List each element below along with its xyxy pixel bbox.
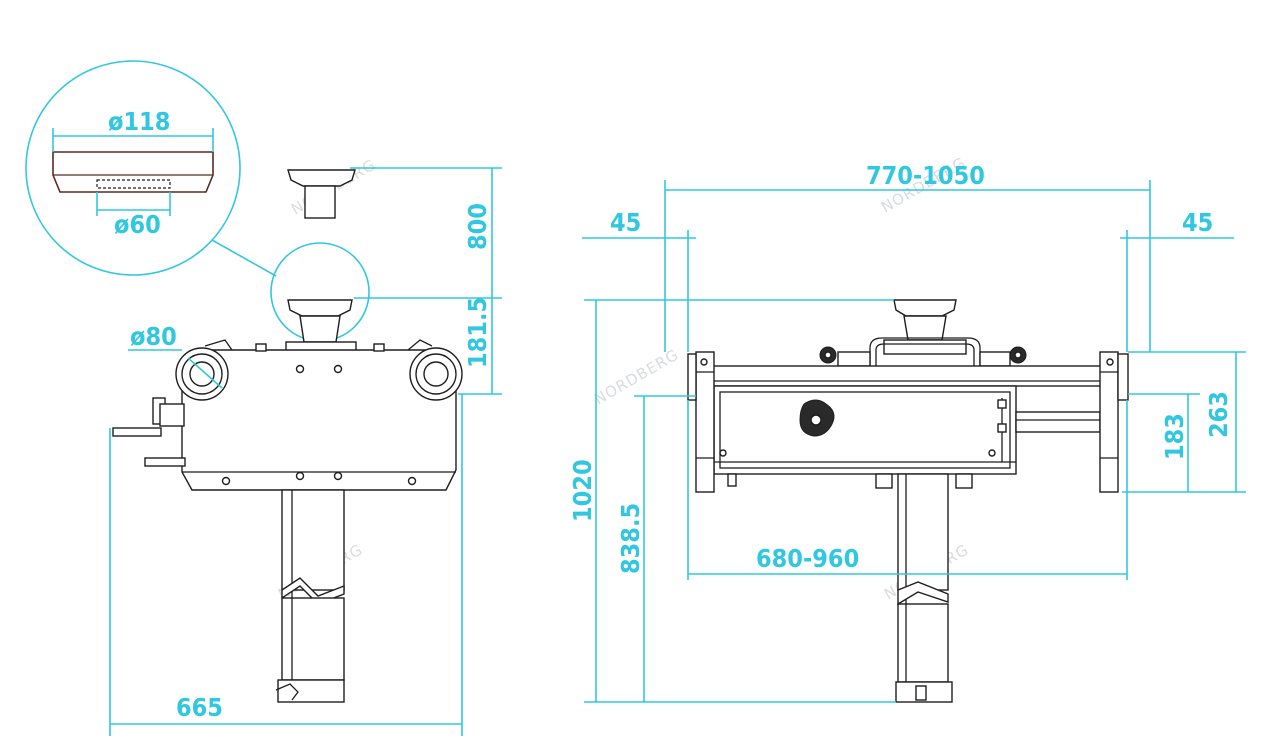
knob bbox=[799, 399, 835, 437]
right-end-plate bbox=[1099, 351, 1129, 493]
right-roller bbox=[407, 339, 463, 401]
dimension-label: 45 bbox=[610, 208, 641, 237]
column bbox=[895, 473, 953, 703]
dimension-label: ø118 bbox=[108, 107, 170, 136]
side-handle bbox=[112, 397, 186, 467]
dimension-label: 181.5 bbox=[463, 297, 492, 368]
side-view: ø118 ø60 bbox=[25, 60, 502, 736]
left-roller bbox=[175, 339, 233, 401]
dimension-label: 1020 bbox=[568, 459, 597, 522]
dimension-label: ø80 bbox=[130, 322, 177, 351]
dimension-label: 45 bbox=[1182, 208, 1213, 237]
dimension-label: 183 bbox=[1160, 413, 1189, 460]
front-view: 770-1050 45 45 bbox=[568, 161, 1246, 703]
raised-saddle bbox=[287, 169, 356, 219]
watermark: NORDBERG bbox=[591, 345, 682, 408]
dimension-label: ø60 bbox=[114, 210, 161, 239]
lowered-saddle bbox=[285, 299, 357, 357]
main-body bbox=[713, 385, 1017, 475]
dimension-label: 770-1050 bbox=[866, 161, 985, 190]
dimension-label: 263 bbox=[1204, 391, 1233, 438]
main-rail bbox=[699, 365, 1121, 387]
left-end-plate bbox=[687, 351, 715, 493]
dimension-label: 665 bbox=[176, 693, 223, 722]
dimension-label: 680-960 bbox=[756, 544, 859, 573]
saddle bbox=[869, 299, 981, 368]
column bbox=[275, 489, 345, 703]
dimension-label: 838.5 bbox=[616, 503, 645, 574]
dimension-label: 800 bbox=[463, 203, 492, 250]
